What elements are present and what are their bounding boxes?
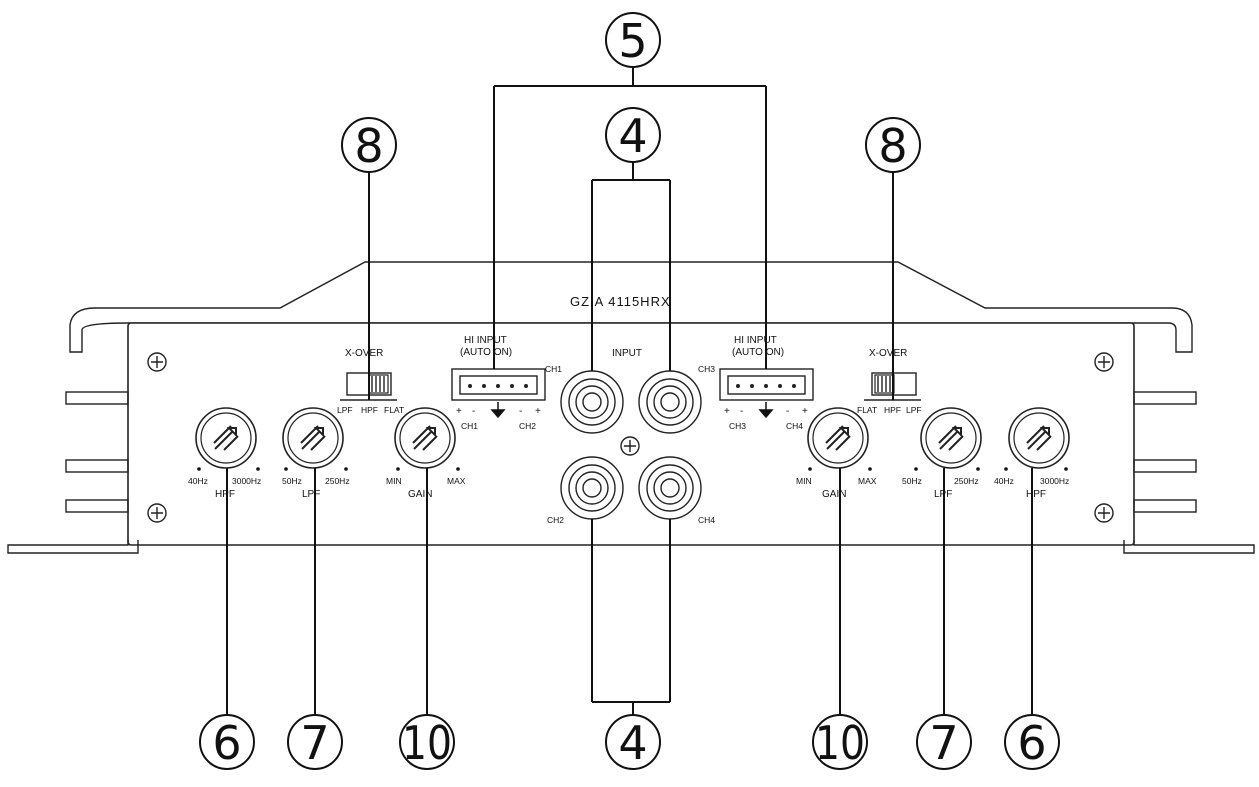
amplifier-body: GZIA 4115HRX <box>7 261 1255 554</box>
heatsink-fins-right <box>1123 391 1255 554</box>
left-gain-knob[interactable]: MIN MAX GAIN <box>386 407 466 500</box>
left-gain-min: MIN <box>386 476 402 486</box>
left-hi-pin-1: - <box>472 406 475 417</box>
left-xover-pos-0: LPF <box>337 405 353 415</box>
rca-jack-ch1[interactable] <box>560 370 624 434</box>
rca-input-label: INPUT <box>612 348 642 359</box>
callout-10-bottom-right: 10 <box>812 714 868 770</box>
left-lpf-label: LPF <box>302 489 320 500</box>
left-hpf-label: HPF <box>215 489 235 500</box>
callout-7-bottom-left: 7 <box>287 714 343 770</box>
right-gain-label: GAIN <box>822 489 846 500</box>
callout-10-bottom-left: 10 <box>399 714 455 770</box>
callout-7-bottom-right: 7 <box>916 714 972 770</box>
callout-leaders <box>226 68 1033 715</box>
right-hpf-min: 40Hz <box>994 476 1014 486</box>
right-hpf-max: 3000Hz <box>1040 476 1069 486</box>
left-xover-pos-2: FLAT <box>384 405 404 415</box>
svg-text:7: 7 <box>300 716 329 770</box>
right-xover-pos-2: LPF <box>906 405 922 415</box>
heatsink-fins-left <box>7 391 139 554</box>
left-lpf-max: 250Hz <box>325 476 350 486</box>
left-lpf-knob[interactable]: 50Hz 250Hz LPF <box>282 407 350 500</box>
right-gain-knob[interactable]: MIN MAX GAIN <box>796 407 877 500</box>
left-lpf-min: 50Hz <box>282 476 302 486</box>
right-hi-pin-2: - <box>786 406 789 417</box>
left-hi-input-line2: (AUTO ON) <box>460 347 512 358</box>
rca-jack-ch3[interactable] <box>638 370 702 434</box>
callout-5-top: 5 <box>605 12 661 68</box>
rca-ch2-label: CH2 <box>547 515 564 525</box>
right-gain-max: MAX <box>858 476 877 486</box>
right-gain-min: MIN <box>796 476 812 486</box>
callout-4-top: 4 <box>605 107 661 163</box>
left-gain-label: GAIN <box>408 489 432 500</box>
left-hi-input-line1: HI INPUT <box>464 335 507 346</box>
rca-jack-ch2[interactable] <box>560 456 624 520</box>
right-lpf-max: 250Hz <box>954 476 979 486</box>
callout-8-right: 8 <box>865 117 921 173</box>
right-hi-input-connector[interactable]: HI INPUT (AUTO ON) + - - + CH3 CH4 <box>719 335 814 431</box>
right-hi-ch-right: CH4 <box>786 421 803 431</box>
svg-text:6: 6 <box>212 716 241 770</box>
svg-text:6: 6 <box>1017 716 1046 770</box>
svg-text:5: 5 <box>618 14 647 68</box>
svg-text:8: 8 <box>878 119 907 173</box>
right-xover-pos-1: HPF <box>884 405 901 415</box>
right-xover-label: X-OVER <box>869 348 907 359</box>
callout-6-bottom-left: 6 <box>199 714 255 770</box>
right-hi-ch-left: CH3 <box>729 421 746 431</box>
right-hi-pin-1: - <box>740 406 743 417</box>
left-hpf-max: 3000Hz <box>232 476 261 486</box>
left-hpf-knob[interactable]: 40Hz 3000Hz HPF <box>188 407 261 500</box>
model-label: GZIA 4115HRX <box>570 294 671 309</box>
left-hi-ch-left: CH1 <box>461 421 478 431</box>
rca-ch3-label: CH3 <box>698 364 715 374</box>
right-hi-input-line1: HI INPUT <box>734 335 777 346</box>
right-hi-pin-3: + <box>802 406 808 417</box>
ground-icon <box>490 402 506 419</box>
rca-input-group: INPUT CH1 CH3 CH2 CH4 <box>545 348 715 525</box>
left-hi-input-connector[interactable]: HI INPUT (AUTO ON) + - - + CH1 CH2 <box>451 335 546 431</box>
callout-4-bottom: 4 <box>605 714 661 770</box>
right-hi-pin-0: + <box>724 406 730 417</box>
svg-text:10: 10 <box>815 716 865 770</box>
right-xover-switch[interactable]: X-OVER FLAT HPF LPF <box>857 348 922 415</box>
screw-icon <box>147 352 1114 523</box>
rca-ch4-label: CH4 <box>698 515 715 525</box>
left-hi-pin-2: - <box>519 406 522 417</box>
ground-icon <box>758 402 774 419</box>
svg-text:8: 8 <box>354 119 383 173</box>
left-xover-pos-1: HPF <box>361 405 378 415</box>
right-hpf-knob[interactable]: 40Hz 3000Hz HPF <box>994 407 1070 500</box>
svg-text:4: 4 <box>618 716 647 770</box>
rca-ch1-label: CH1 <box>545 364 562 374</box>
right-xover-pos-0: FLAT <box>857 405 877 415</box>
right-hpf-label: HPF <box>1026 489 1046 500</box>
left-hi-ch-right: CH2 <box>519 421 536 431</box>
svg-text:4: 4 <box>618 109 647 163</box>
svg-text:7: 7 <box>929 716 958 770</box>
heatsink-top-outline <box>69 261 1193 353</box>
left-hi-pin-3: + <box>535 406 541 417</box>
left-gain-max: MAX <box>447 476 466 486</box>
left-xover-label: X-OVER <box>345 348 383 359</box>
callout-8-left: 8 <box>341 117 397 173</box>
callout-6-bottom-right: 6 <box>1004 714 1060 770</box>
svg-text:10: 10 <box>402 716 452 770</box>
right-hi-input-line2: (AUTO ON) <box>732 347 784 358</box>
left-hpf-min: 40Hz <box>188 476 208 486</box>
left-hi-pin-0: + <box>456 406 462 417</box>
right-lpf-min: 50Hz <box>902 476 922 486</box>
